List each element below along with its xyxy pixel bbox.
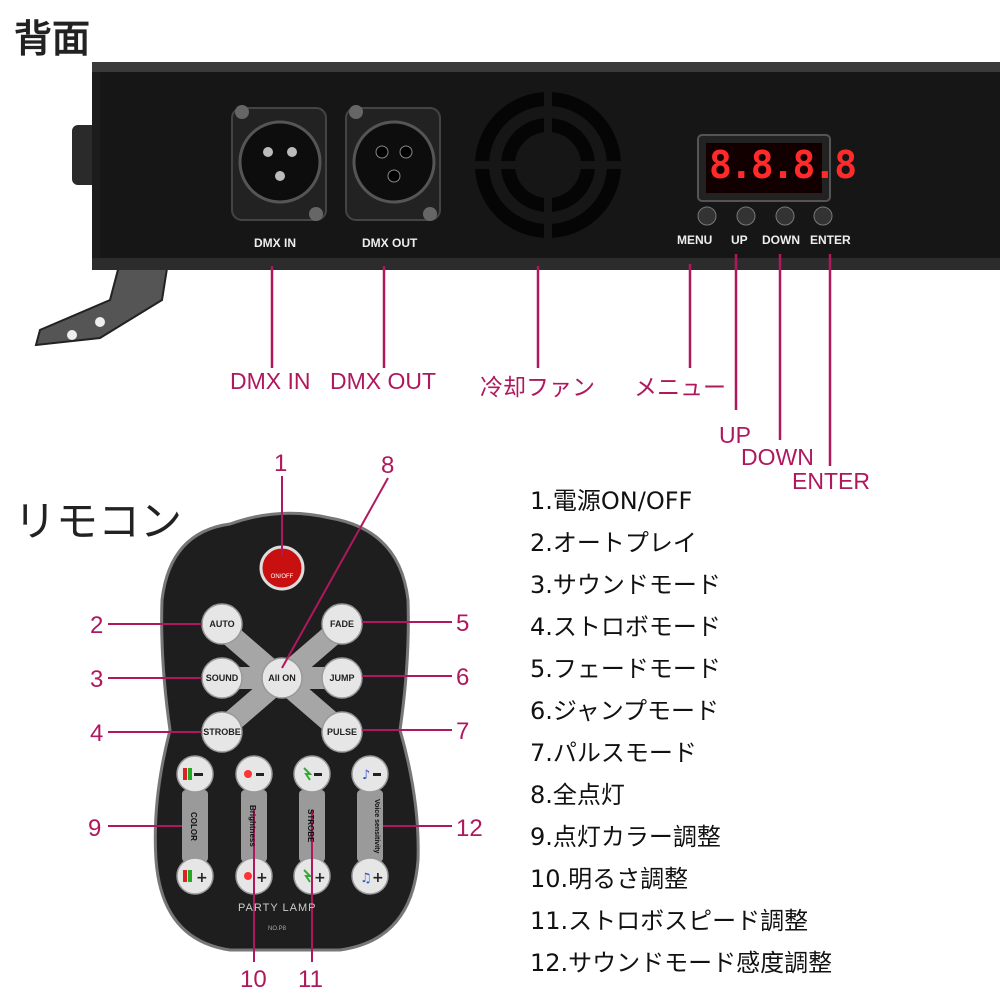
callout-number-10: 10 <box>240 966 267 993</box>
callout-number-9: 9 <box>88 815 102 842</box>
dmx-out-port-label: DMX OUT <box>362 236 418 250</box>
legend-item-3: 3.サウンドモード <box>530 571 721 599</box>
up-button-label: UP <box>731 233 748 247</box>
dmx-in-connector <box>231 105 327 221</box>
brightness-slider-label: Brightness <box>248 805 257 847</box>
dmx-in-port-label: DMX IN <box>254 236 296 250</box>
legend-item-12: 12.サウンドモード感度調整 <box>530 949 833 977</box>
color-plus-icon: + <box>183 870 208 886</box>
legend-item-2: 2.オートプレイ <box>530 529 697 557</box>
svg-text:+: + <box>256 870 268 886</box>
callout-down: DOWN <box>741 444 814 470</box>
callout-number-11: 11 <box>298 966 323 993</box>
callout-up: UP <box>719 422 751 448</box>
legend-item-4: 4.ストロボモード <box>530 613 721 641</box>
all-on-button[interactable]: All ON <box>268 673 296 683</box>
callout-number-2: 2 <box>90 612 104 639</box>
svg-text:♪: ♪ <box>362 768 370 783</box>
voice-sensitivity-slider-label: Voice sensitivity <box>373 798 380 854</box>
callout-number-4: 4 <box>90 720 104 747</box>
down-button-label: DOWN <box>762 233 800 247</box>
enter-button-label: ENTER <box>810 233 851 247</box>
remote-brand: PARTY LAMP <box>238 902 317 914</box>
legend-item-8: 8.全点灯 <box>530 781 625 809</box>
callout-number-7: 7 <box>456 718 470 745</box>
pulse-button[interactable]: PULSE <box>326 727 357 737</box>
led-display-readout: 8.8.8.8 <box>709 143 857 187</box>
callout-cooling-fan: 冷却ファン <box>480 374 595 400</box>
sound-button[interactable]: SOUND <box>205 673 239 683</box>
legend-item-6: 6.ジャンプモード <box>530 697 719 725</box>
callout-menu: メニュー <box>634 374 726 400</box>
note-minus-icon: ♪ <box>362 768 381 783</box>
strobe-slider-label: STROBE <box>306 809 315 843</box>
strobe-minus-icon <box>303 767 322 781</box>
strobe-button[interactable]: STROBE <box>203 727 241 737</box>
dmx-out-connector <box>345 105 441 221</box>
fade-button[interactable]: FADE <box>329 619 354 629</box>
callout-number-6: 6 <box>456 664 470 691</box>
callout-number-5: 5 <box>456 610 470 637</box>
callout-enter: ENTER <box>792 468 870 494</box>
callout-number-8: 8 <box>381 452 395 479</box>
strobe-plus-icon: + <box>303 869 326 886</box>
svg-text:+: + <box>314 870 326 886</box>
auto-button[interactable]: AUTO <box>209 619 235 629</box>
jump-button[interactable]: JUMP <box>329 673 355 683</box>
note-plus-icon: ♫+ <box>360 870 384 886</box>
callout-dmx-in: DMX IN <box>230 368 311 394</box>
legend-item-11: 11.ストロボスピード調整 <box>530 907 809 935</box>
legend-item-5: 5.フェードモード <box>530 655 721 683</box>
power-button[interactable]: ON/OFF <box>270 574 294 580</box>
legend-item-10: 10.明るさ調整 <box>530 865 689 893</box>
svg-text:+: + <box>196 870 208 886</box>
menu-button-label: MENU <box>677 233 713 247</box>
legend-item-7: 7.パルスモード <box>530 739 697 767</box>
brightness-plus-icon: + <box>244 870 268 886</box>
svg-text:♫: ♫ <box>360 871 372 886</box>
callout-number-3: 3 <box>90 666 104 693</box>
callout-number-12: 12 <box>456 815 483 842</box>
back-heading: 背面 <box>14 17 91 61</box>
brightness-minus-icon <box>244 770 264 778</box>
callout-number-1: 1 <box>274 450 288 477</box>
color-minus-icon <box>183 768 203 780</box>
callout-dmx-out: DMX OUT <box>330 368 437 394</box>
remote-model: NO.P8 <box>268 926 287 932</box>
legend-item-1: 1.電源ON/OFF <box>530 487 693 515</box>
legend-item-9: 9.点灯カラー調整 <box>530 823 721 851</box>
color-slider-label: COLOR <box>189 811 198 841</box>
svg-text:+: + <box>372 870 384 886</box>
remote-heading: リモコン <box>14 497 183 546</box>
